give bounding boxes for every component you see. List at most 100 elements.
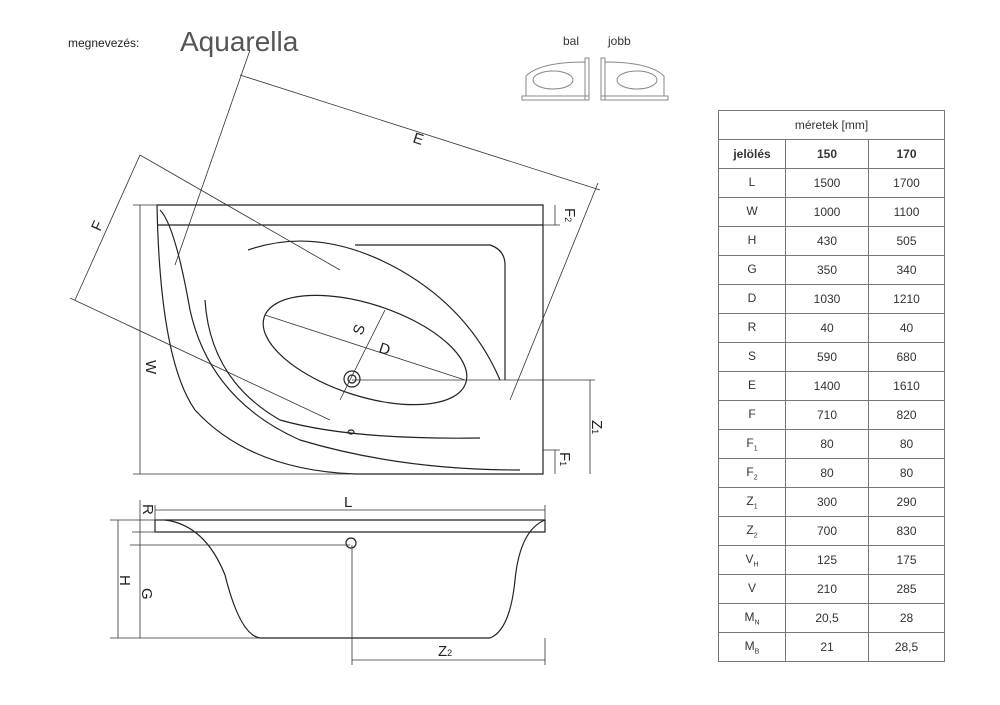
value-150: 125 — [785, 545, 869, 575]
table-row: L 1500 1700 — [718, 168, 945, 198]
product-title: Aquarella — [180, 26, 299, 57]
value-150: 1400 — [785, 371, 869, 401]
value-170: 340 — [868, 255, 945, 285]
key-letter: H — [747, 232, 757, 247]
side-view — [154, 519, 546, 639]
table-row: H 430 505 — [718, 226, 945, 256]
column-header-150: 150 — [785, 139, 869, 169]
key-subscript: H — [753, 561, 759, 569]
key-subscript: 1 — [753, 503, 758, 511]
top-view — [156, 204, 544, 475]
column-header-170: 170 — [868, 139, 945, 169]
value-150: 300 — [785, 487, 869, 517]
table-row: MN 20,5 28 — [718, 603, 945, 633]
row-key: F1 — [718, 429, 786, 459]
key-letter: D — [747, 290, 757, 305]
row-key: D — [718, 284, 786, 314]
dim-label-F2: F2 — [561, 208, 578, 222]
row-key: MN — [718, 603, 786, 633]
table-row: E 1400 1610 — [718, 371, 945, 401]
dim-label-Z2: Z2 — [438, 643, 452, 660]
key-letter: L — [748, 174, 756, 189]
variant-left-label: bal — [563, 34, 580, 48]
value-170: 830 — [868, 516, 945, 546]
key-letter: G — [747, 261, 757, 276]
value-170: 505 — [868, 226, 945, 256]
dim-label-Z1: Z1 — [588, 420, 605, 434]
table-row: MB 21 28,5 — [718, 632, 945, 662]
key-letter: F — [748, 406, 756, 421]
dim-label-L: L — [344, 494, 352, 511]
value-150: 700 — [785, 516, 869, 546]
row-key: H — [718, 226, 786, 256]
value-170: 1700 — [868, 168, 945, 198]
key-subscript: N — [754, 619, 760, 627]
key-subscript: 2 — [753, 474, 758, 482]
key-letter: E — [747, 377, 756, 392]
value-150: 1500 — [785, 168, 869, 198]
value-170: 80 — [868, 458, 945, 488]
row-key: Z1 — [718, 487, 786, 517]
key-letter: Z — [746, 522, 754, 537]
dim-label-E: E — [411, 130, 426, 149]
name-label: megnevezés: — [68, 36, 140, 50]
value-150: 210 — [785, 574, 869, 604]
dimensions-table: méretek [mm] jelölés 150 170 L 1500 1700… — [718, 110, 945, 662]
value-170: 820 — [868, 400, 945, 430]
key-subscript: 1 — [753, 445, 758, 453]
row-key: G — [718, 255, 786, 285]
row-key: Z2 — [718, 516, 786, 546]
value-150: 21 — [785, 632, 869, 662]
key-letter: F — [746, 435, 754, 450]
value-170: 28 — [868, 603, 945, 633]
key-letter: R — [747, 319, 757, 334]
value-170: 28,5 — [868, 632, 945, 662]
value-170: 40 — [868, 313, 945, 343]
value-150: 710 — [785, 400, 869, 430]
table-row: D 1030 1210 — [718, 284, 945, 314]
table-row: V 210 285 — [718, 574, 945, 604]
key-letter: V — [747, 580, 756, 595]
key-letter: M — [744, 638, 755, 653]
variant-left-thumbnail — [521, 57, 590, 101]
value-170: 175 — [868, 545, 945, 575]
key-letter: Z — [746, 493, 754, 508]
value-170: 285 — [868, 574, 945, 604]
dim-label-H: H — [116, 575, 133, 586]
key-subscript: B — [754, 648, 760, 656]
key-letter: S — [747, 348, 756, 363]
row-key: R — [718, 313, 786, 343]
row-key: F2 — [718, 458, 786, 488]
value-170: 290 — [868, 487, 945, 517]
key-letter: F — [746, 464, 754, 479]
table-row: G 350 340 — [718, 255, 945, 285]
dimension-lines — [69, 49, 601, 665]
table-row: S 590 680 — [718, 342, 945, 372]
table-row: F1 80 80 — [718, 429, 945, 459]
dim-label-G: G — [138, 588, 155, 600]
value-150: 590 — [785, 342, 869, 372]
row-key: MB — [718, 632, 786, 662]
row-key: V — [718, 574, 786, 604]
table-row: Z1 300 290 — [718, 487, 945, 517]
table-row: Z2 700 830 — [718, 516, 945, 546]
dim-label-W: W — [142, 360, 159, 375]
dim-label-R: R — [139, 504, 156, 515]
variant-right-thumbnail — [600, 57, 669, 101]
value-150: 20,5 — [785, 603, 869, 633]
row-key: W — [718, 197, 786, 227]
table-row: F2 80 80 — [718, 458, 945, 488]
value-170: 1210 — [868, 284, 945, 314]
dim-label-F: F — [88, 218, 107, 233]
table-row: R 40 40 — [718, 313, 945, 343]
dim-label-F1: F1 — [556, 452, 573, 466]
key-letter: V — [745, 551, 754, 566]
value-150: 1000 — [785, 197, 869, 227]
row-key: F — [718, 400, 786, 430]
dim-label-D: D — [377, 340, 393, 360]
dim-label-S: S — [350, 322, 369, 337]
table-row: VH 125 175 — [718, 545, 945, 575]
row-key: VH — [718, 545, 786, 575]
value-150: 350 — [785, 255, 869, 285]
